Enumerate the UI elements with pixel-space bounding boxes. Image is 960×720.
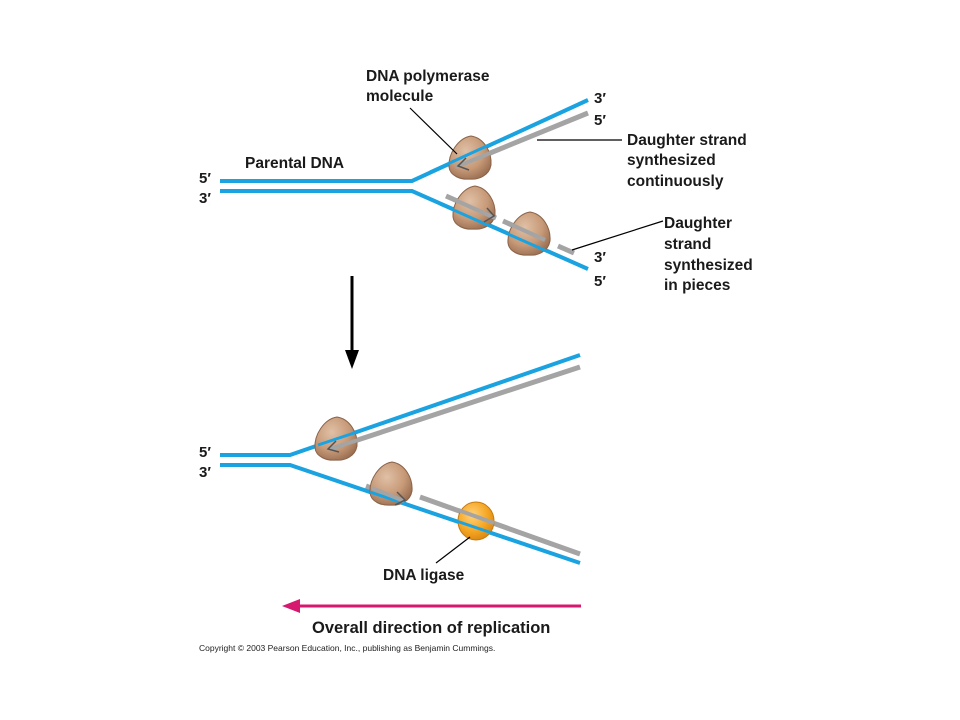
bottom-panel: DNA ligase 5′ 3′	[199, 353, 581, 584]
continuous-label-line1: Daughter strand	[627, 132, 747, 149]
end-label: 5′	[594, 273, 606, 290]
leading-daughter-strand	[329, 364, 581, 452]
parental-dna-label: Parental DNA	[245, 155, 344, 172]
end-label: 3′	[199, 190, 211, 207]
pieces-label-line4: in pieces	[664, 277, 730, 294]
synthesis-arrow-icon	[394, 491, 407, 506]
top-panel: DNA polymerase molecule Parental DNA Dau…	[199, 68, 753, 294]
polymerase-leader-line	[409, 107, 458, 155]
parental-overlay	[317, 429, 361, 447]
end-label: 5′	[199, 170, 211, 187]
pieces-leader-line	[571, 220, 664, 251]
synthesis-arrow-icon	[456, 157, 470, 171]
pieces-label-line3: synthesized	[664, 257, 753, 274]
dna-polymerase-icon	[448, 135, 492, 180]
parental-strand-top	[220, 353, 581, 457]
parental-overlay	[439, 202, 561, 259]
end-label: 3′	[199, 464, 211, 481]
leading-overlay	[329, 438, 359, 451]
end-label: 3′	[594, 90, 606, 107]
lagging-fragment	[556, 243, 576, 256]
pieces-label-line1: Daughter	[664, 215, 732, 232]
down-arrow-icon	[345, 276, 359, 369]
polymerase-label-line2: molecule	[366, 88, 434, 105]
end-label: 5′	[199, 444, 211, 461]
parental-strand-top	[220, 98, 589, 183]
synthesis-arrow-icon	[483, 207, 496, 223]
lagging-daughter-strand	[419, 494, 581, 557]
lagging-overlay	[371, 486, 405, 503]
ligase-leader-line	[435, 536, 471, 564]
ligase-label: DNA ligase	[383, 567, 465, 584]
pieces-label-line2: strand	[664, 236, 711, 253]
continuous-label-line2: synthesized	[627, 152, 716, 169]
leading-daughter-overlay	[455, 147, 501, 169]
parental-overlay	[429, 138, 501, 174]
end-label: 5′	[594, 112, 606, 129]
ligase-overlay	[457, 508, 495, 525]
lagging-overlay	[454, 198, 496, 220]
direction-arrow-icon	[282, 599, 581, 613]
polymerase-label-line1: DNA polymerase	[366, 68, 490, 85]
copyright-text: Copyright © 2003 Pearson Education, Inc.…	[199, 643, 495, 653]
lagging-overlay	[509, 222, 546, 242]
parental-overlay	[369, 490, 496, 536]
synthesis-arrow-icon	[326, 440, 340, 453]
direction-label: Overall direction of replication	[312, 619, 550, 637]
continuous-label-line3: continuously	[627, 173, 724, 190]
end-label: 3′	[594, 249, 606, 266]
